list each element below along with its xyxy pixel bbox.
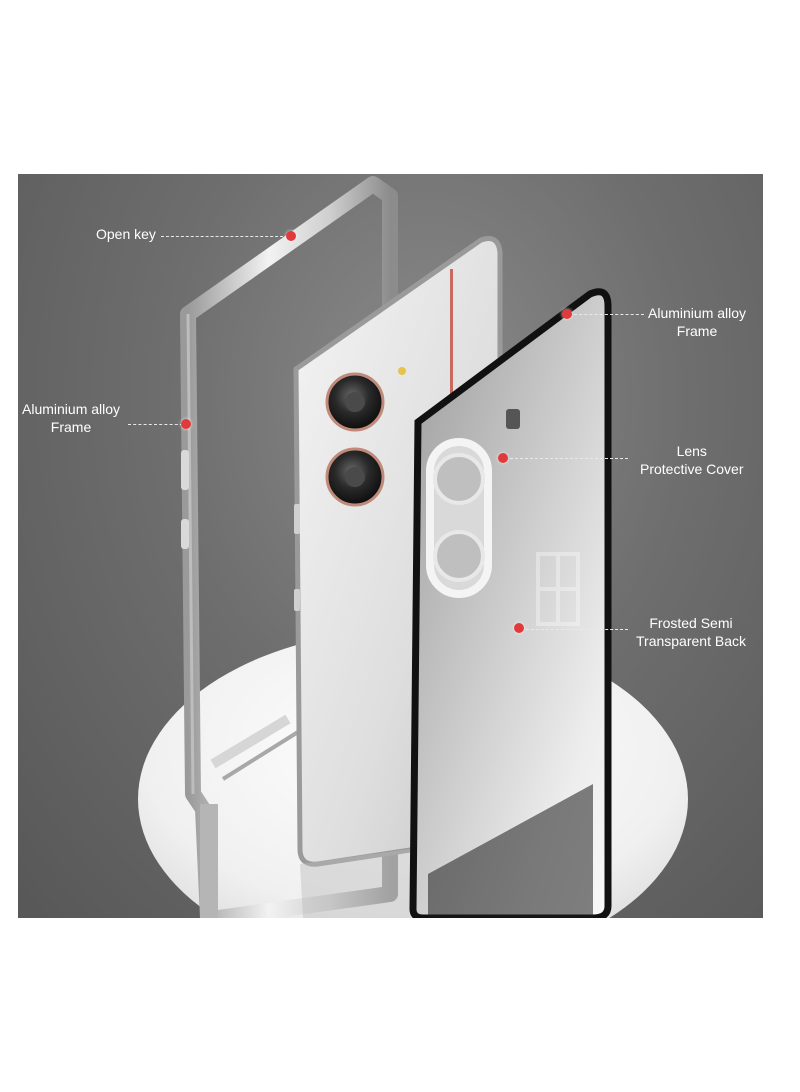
callout-lens-line1: Lens — [676, 443, 707, 459]
leader-back — [526, 629, 628, 630]
callout-frame-left: Aluminium alloy Frame — [22, 400, 120, 436]
marker-open-key — [286, 231, 296, 241]
product-image-panel: Open key Aluminium alloy Frame Aluminium… — [18, 174, 763, 918]
callout-frame-right-line1: Aluminium alloy — [648, 305, 747, 321]
callout-frame-left-line1: Aluminium alloy — [22, 401, 121, 417]
callout-frame-right-line2: Frame — [676, 323, 718, 339]
leader-lens — [510, 458, 628, 459]
callout-frame-left-line2: Frame — [50, 419, 92, 435]
frosted-case-illustration — [409, 288, 612, 918]
callout-back: Frosted Semi Transparent Back — [636, 614, 746, 650]
callout-open-key: Open key — [96, 225, 156, 243]
marker-frame-right — [562, 309, 572, 319]
callout-back-line1: Frosted Semi — [649, 615, 733, 631]
callout-back-line2: Transparent Back — [636, 633, 746, 649]
marker-lens — [498, 453, 508, 463]
callout-open-key-label: Open key — [96, 226, 156, 242]
callout-lens-line2: Protective Cover — [640, 461, 744, 477]
leader-frame-right — [574, 314, 644, 315]
leader-open-key — [161, 236, 288, 237]
aluminium-frame-illustration — [180, 176, 398, 918]
callout-lens: Lens Protective Cover — [640, 442, 743, 478]
leader-frame-left — [128, 424, 183, 425]
callout-frame-right: Aluminium alloy Frame — [648, 304, 746, 340]
marker-frame-left — [181, 419, 191, 429]
product-illustration — [138, 176, 688, 918]
marker-back — [514, 623, 524, 633]
